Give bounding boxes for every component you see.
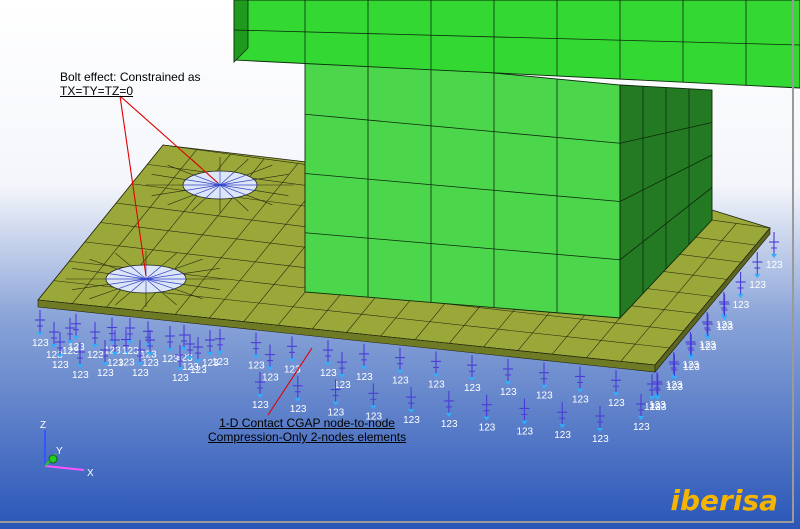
brand-logo: iberisa [670, 484, 778, 517]
constraint-label: 123 [290, 404, 307, 415]
constraint-label: 123 [252, 400, 269, 411]
leader-lines [119, 95, 313, 416]
constraint-label: 123 [132, 368, 149, 379]
constraint-label: 123 [176, 353, 193, 364]
top-flange[interactable] [233, 0, 800, 89]
constraint-label: 123 [666, 382, 683, 393]
constraint-label: 123 [572, 394, 589, 405]
constraint-label: 123 [182, 362, 199, 373]
constraint-label: 123 [716, 320, 733, 331]
constraint-label: 123 [682, 360, 699, 371]
constraint-label: 123 [403, 415, 420, 426]
constraint-label: 123 [140, 349, 157, 360]
bolt-annotation-line2: TX=TY=TZ=0 [60, 84, 134, 98]
triad-z-label: Z [40, 420, 46, 431]
bolt-annotation: Bolt effect: Constrained as TX=TY=TZ=0 [60, 70, 201, 98]
constraint-label: 123 [479, 423, 496, 434]
constraint-label: 123 [248, 361, 265, 372]
constraint-label: 123 [650, 402, 667, 413]
constraint-label: 123 [320, 368, 337, 379]
constraint-label: 123 [68, 342, 85, 353]
leader-bolt-lower [119, 95, 147, 277]
leader-bolt-upper [119, 95, 219, 184]
constraint-label: 123 [202, 358, 219, 369]
constraint-label: 123 [118, 358, 135, 369]
constraint-label: 123 [328, 408, 345, 419]
triad-x-axis [44, 465, 85, 471]
constraint-label: 123 [644, 402, 661, 413]
bolt-annotation-line1: Bolt effect: Constrained as [60, 70, 201, 84]
constraint-label: 123 [536, 391, 553, 402]
constraint-label: 123 [441, 419, 458, 430]
leader-contact [267, 347, 313, 416]
constraint-label: 123 [104, 346, 121, 357]
constraint-label: 123 [516, 426, 533, 437]
constraint-label: 123 [62, 346, 79, 357]
constraint-label: 123 [162, 354, 179, 365]
bolt-hole-upper[interactable] [182, 170, 258, 200]
constraint-label: 123 [72, 370, 89, 381]
contact-annotation-line2: Compression-Only 2-nodes elements [208, 430, 407, 444]
constraint-label: 123 [32, 338, 49, 349]
constraint-label: 123 [733, 300, 750, 311]
constraint-label: 123 [334, 380, 351, 391]
flange-edge [233, 0, 249, 63]
constraint-label: 123 [633, 422, 650, 433]
constraint-label: 123 [172, 373, 189, 384]
contact-annotation: 1-D Contact CGAP node-to-node Compressio… [208, 416, 406, 444]
constraint-label: 123 [500, 387, 517, 398]
constraint-label: 123 [700, 342, 717, 353]
constraint-label: 123 [749, 280, 766, 291]
constraint-label: 123 [142, 358, 159, 369]
constraint-label: 123 [392, 376, 409, 387]
constraint-label: 123 [356, 372, 373, 383]
constraint-label: 123 [683, 362, 700, 373]
contact-annotation-line1: 1-D Contact CGAP node-to-node [219, 416, 395, 430]
constraint-label: 123 [107, 358, 124, 369]
constraint-label: 123 [52, 360, 69, 371]
constraint-label: 123 [212, 357, 229, 368]
column-front-face [304, 54, 621, 319]
constraint-label: 123 [464, 383, 481, 394]
constraint-label: 123 [97, 368, 114, 379]
bolt-hole-lower[interactable] [105, 264, 187, 294]
constraint-label: 123 [122, 346, 139, 357]
constraint-label: 123 [592, 434, 609, 445]
constraint-label: 123 [428, 379, 445, 390]
constraint-label: 123 [649, 400, 666, 411]
constraint-label: 123 [87, 350, 104, 361]
constraint-label: 123 [717, 322, 734, 333]
constraint-label: 123 [262, 373, 279, 384]
constraint-label: 123 [284, 364, 301, 375]
constraint-label: 123 [365, 411, 382, 422]
constraint-label: 123 [554, 430, 571, 441]
coordinate-triad: Z Y X [40, 420, 94, 479]
constraint-label: 123 [666, 380, 683, 391]
constraint-label: 123 [608, 398, 625, 409]
triad-x-label: X [87, 468, 94, 479]
column[interactable] [304, 54, 713, 320]
constraint-label: 123 [699, 340, 716, 351]
constraint-label: 123 [766, 260, 783, 271]
constraint-label: 123 [190, 365, 207, 376]
triad-y-label: Y [56, 446, 63, 457]
constraint-label: 123 [46, 350, 63, 361]
